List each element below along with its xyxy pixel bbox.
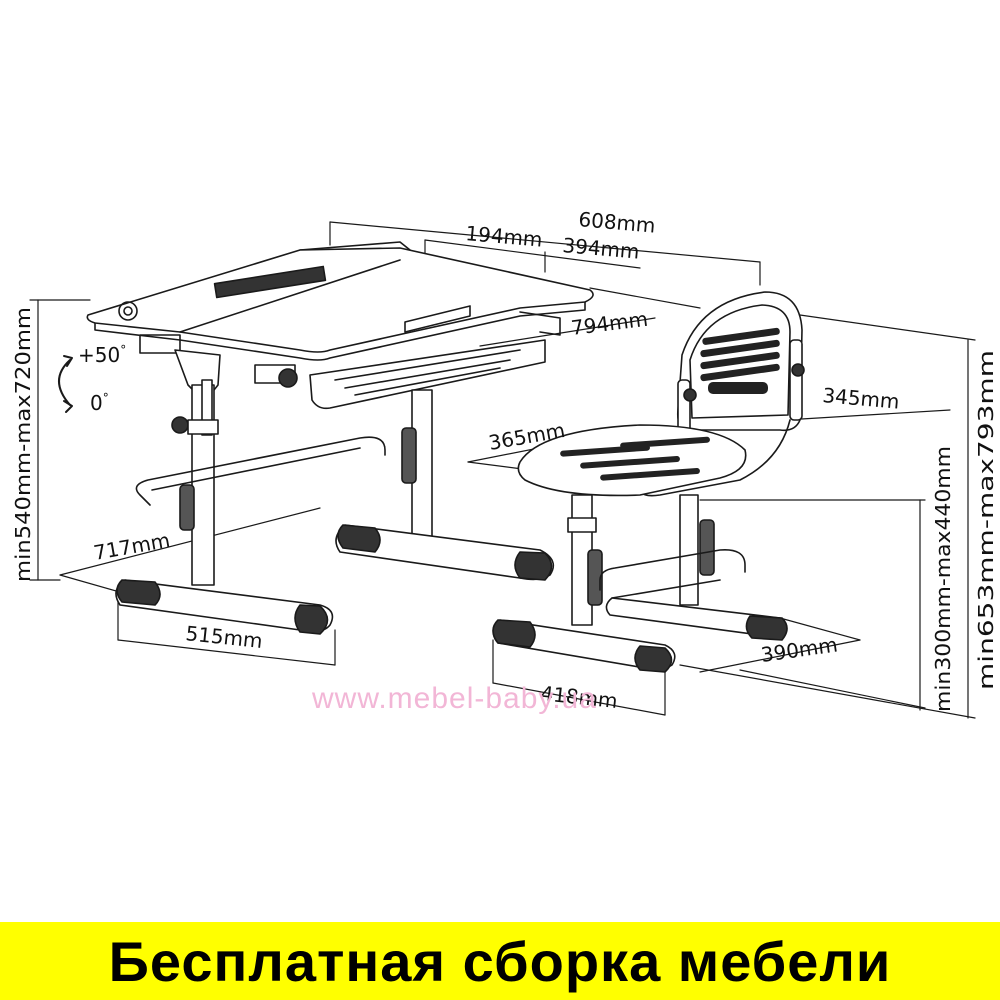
label-depth-top: 794mm bbox=[570, 307, 649, 340]
furniture-dimension-diagram: 608mm 194mm 394mm 794mm +50° 0° min540mm… bbox=[11, 207, 998, 719]
promo-banner-text: Бесплатная сборка мебели bbox=[108, 929, 892, 993]
label-seat-height: min300mm-max440mm bbox=[931, 446, 955, 712]
desk-drawing bbox=[86, 241, 594, 635]
label-desk-height: min540mm-max720mm bbox=[11, 307, 35, 582]
label-width-total: 608mm bbox=[578, 207, 657, 238]
label-desk-base-width: 515mm bbox=[184, 621, 263, 653]
dimension-lines bbox=[29, 221, 976, 719]
chair-drawing bbox=[492, 291, 805, 673]
label-back-depth: 345mm bbox=[822, 383, 901, 414]
label-tilt-zero: 0° bbox=[90, 391, 109, 415]
label-chair-height: min653mm-max793mm bbox=[974, 350, 998, 690]
label-tilt-up: +50° bbox=[78, 343, 126, 367]
promo-banner: Бесплатная сборка мебели bbox=[0, 922, 1000, 1000]
watermark-url: www.mebel-baby.ua bbox=[311, 682, 597, 715]
label-desk-foot-depth: 717mm bbox=[92, 528, 172, 565]
